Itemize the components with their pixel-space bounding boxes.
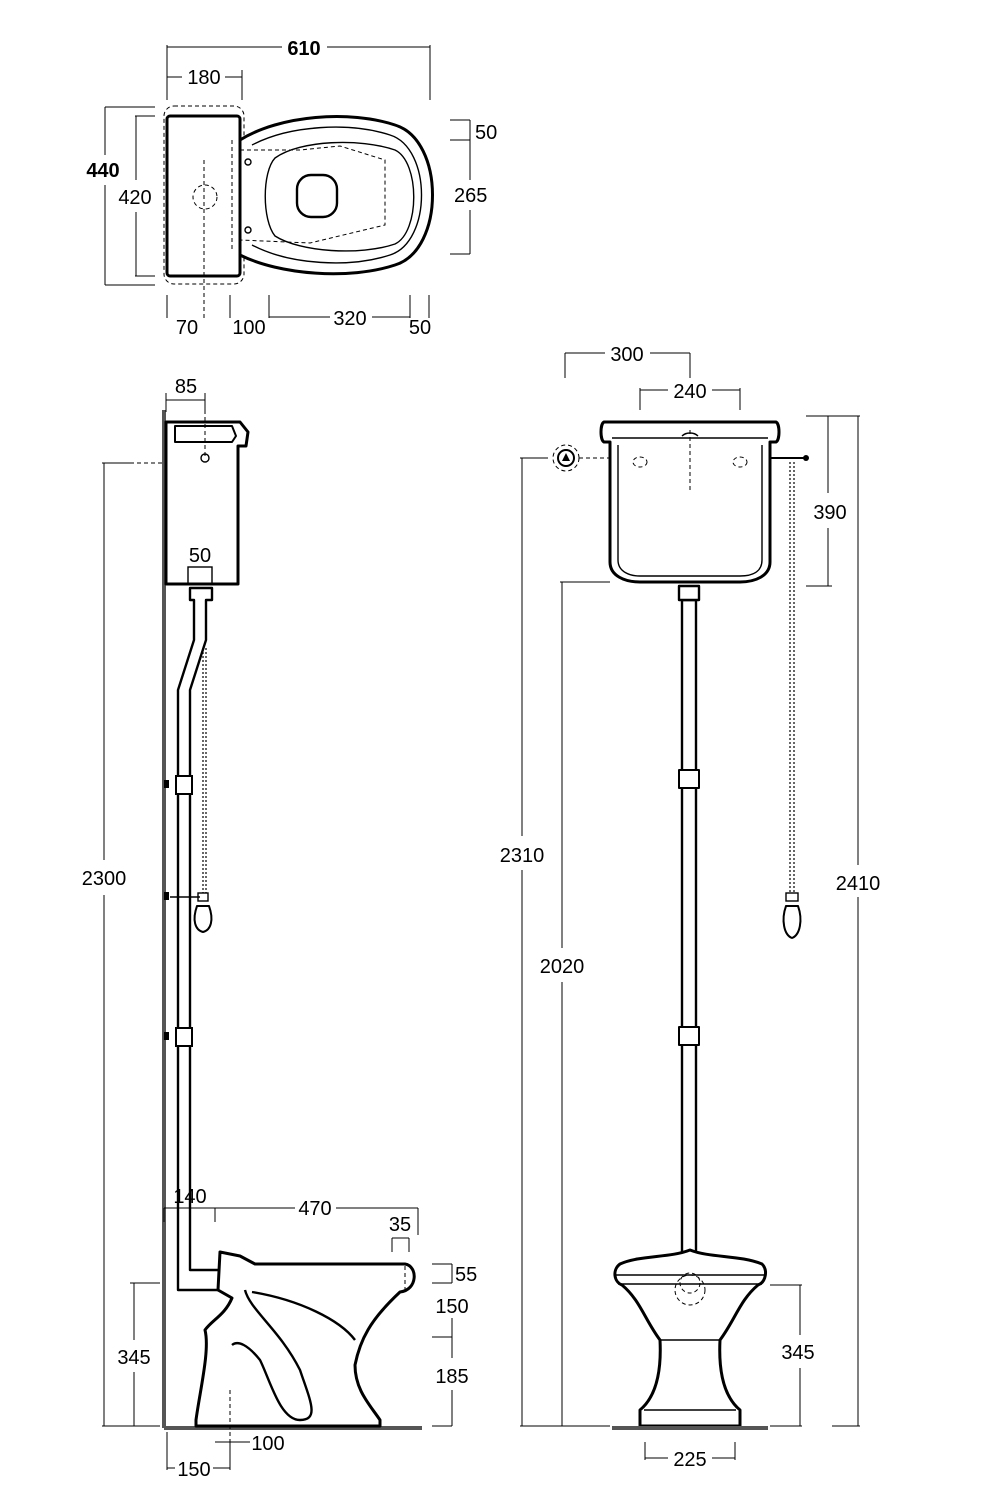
- dim-440: 440: [86, 160, 119, 182]
- dim-300: 300: [610, 344, 643, 366]
- front-flush-pipe: [680, 598, 698, 1257]
- dim-265: 265: [454, 185, 487, 207]
- dim-390: 390: [813, 502, 846, 524]
- front-view: 300 240 390 2410 345 2310 2020: [500, 344, 881, 1471]
- seat-hinge-d: [295, 173, 339, 219]
- dim-100-side: 100: [251, 1433, 284, 1455]
- side-pull-handle: [193, 905, 213, 933]
- dim-50-side: 50: [189, 545, 211, 567]
- dim-240: 240: [673, 381, 706, 403]
- inlet-valve: [557, 449, 575, 467]
- front-cistern: [599, 420, 781, 584]
- dim-345-front: 345: [781, 1342, 814, 1364]
- dim-140: 140: [173, 1186, 206, 1208]
- dim-345-side: 345: [117, 1347, 150, 1369]
- side-view: 85 50 2300 345 140 470 35 5: [82, 376, 478, 1481]
- dim-2310: 2310: [500, 845, 545, 867]
- dim-180: 180: [187, 67, 220, 89]
- dim-185: 185: [435, 1366, 468, 1388]
- side-cistern: [164, 420, 250, 586]
- dim-35: 35: [389, 1214, 411, 1236]
- dim-320: 320: [333, 308, 366, 330]
- dim-50-bottom: 50: [409, 317, 431, 339]
- dim-150-side: 150: [177, 1459, 210, 1481]
- dim-55: 55: [455, 1264, 477, 1286]
- dim-2300: 2300: [82, 868, 127, 890]
- dim-50-right: 50: [475, 122, 497, 144]
- front-pan: [613, 1248, 767, 1428]
- front-pull-handle: [782, 905, 802, 939]
- dim-420: 420: [118, 187, 151, 209]
- dim-470: 470: [298, 1198, 331, 1220]
- dim-2020: 2020: [540, 956, 585, 978]
- dim-610: 610: [287, 38, 320, 60]
- side-pan: [194, 1250, 416, 1428]
- dim-150-bowl: 150: [435, 1296, 468, 1318]
- dim-225: 225: [673, 1449, 706, 1471]
- dim-2410: 2410: [836, 873, 881, 895]
- side-flush-pipe: [176, 586, 222, 1292]
- top-view: 610 180 440 420 50 265 70: [86, 38, 497, 339]
- dim-100-top: 100: [232, 317, 265, 339]
- dim-85: 85: [175, 376, 197, 398]
- dim-70: 70: [176, 317, 198, 339]
